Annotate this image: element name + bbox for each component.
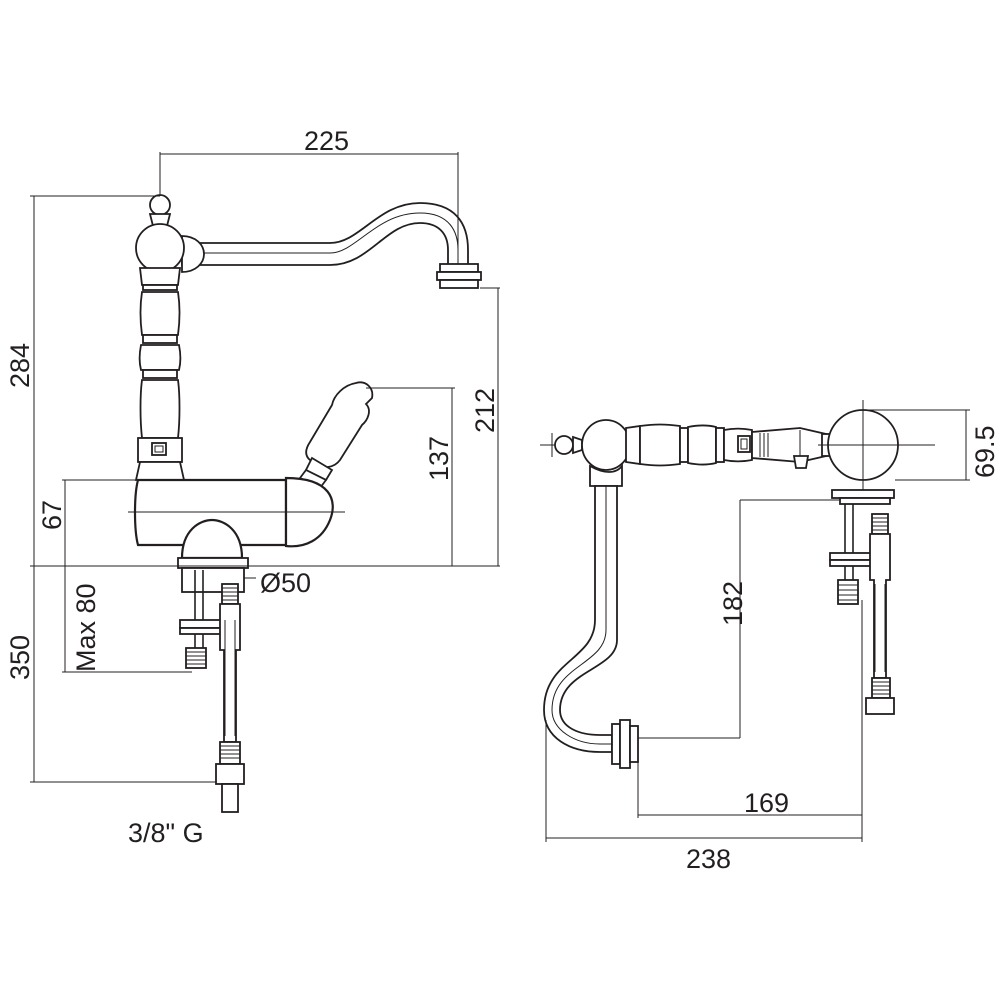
lever-handle [298,381,374,490]
dim-hose-length: 350 [5,635,35,680]
dim-overall-width: 238 [686,844,731,874]
side-view: 225 284 212 137 67 Max 80 350 Ø50 3/8" G [5,126,500,848]
dim-base-diameter-top: 69.5 [970,425,1000,478]
dim-lever-height: 137 [424,436,454,481]
dim-outlet-offset: 182 [718,581,748,626]
dim-connection: 3/8" G [128,818,204,848]
top-view-hoses [829,504,895,715]
mounting-hardware [179,570,245,813]
dim-body-height: 67 [37,500,67,530]
dim-base-diameter: Ø50 [260,568,311,598]
top-view: 69.5 182 169 238 [540,400,1000,874]
dim-max-thickness: Max 80 [71,583,101,672]
top-view-base [818,400,935,505]
mixer-body [128,476,345,548]
dim-spout-height: 212 [470,388,500,433]
top-view-spout [543,485,639,769]
top-view-dimension-lines [545,409,970,842]
side-view-dimension-lines [30,152,500,783]
dim-outlet-reach: 169 [744,788,789,818]
top-view-column [540,419,835,487]
dim-total-height: 284 [5,343,35,388]
faucet-column [134,194,186,481]
faucet-base [177,518,249,593]
dim-spout-reach: 225 [304,126,349,156]
spout [181,202,482,289]
